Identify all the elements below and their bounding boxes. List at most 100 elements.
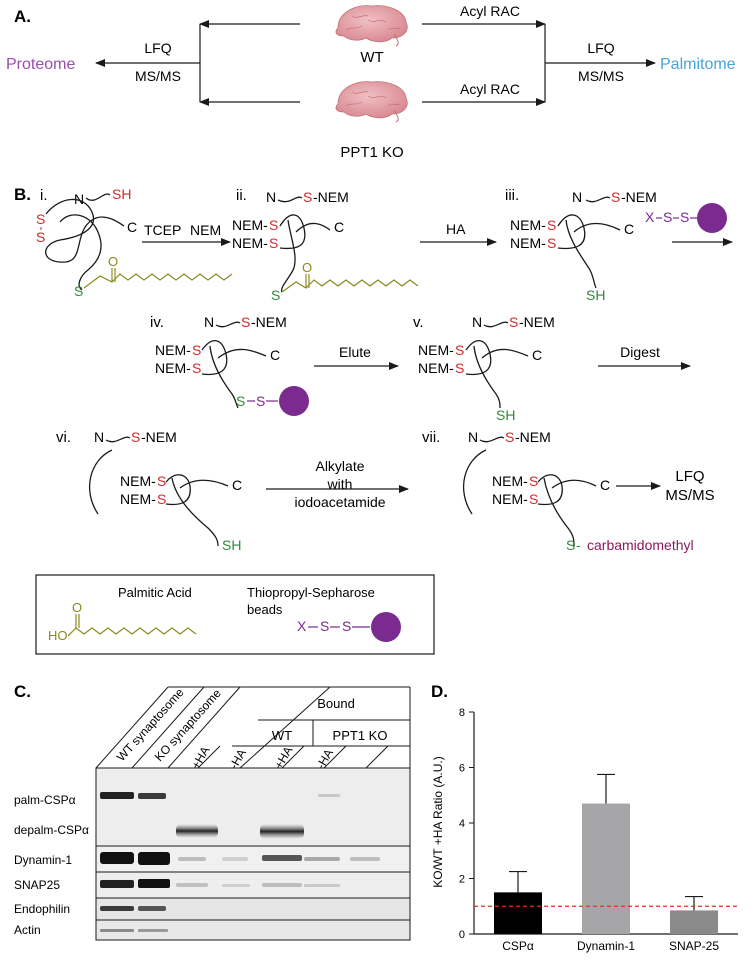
sulfur-label: S [271,287,280,303]
sulfur-label: S [303,189,312,205]
nem-label: -NEM [621,189,657,205]
thiol-label: SH [222,537,241,553]
nem-label: NEM- [492,473,528,489]
nem-label: NEM- [232,235,268,251]
digest-label: Digest [620,344,660,360]
y-tick-label: 4 [459,818,465,830]
bead-icon [279,386,309,416]
thiol-label: SH [112,186,131,202]
alkylate-label: Alkylate [315,458,364,474]
c-terminus: C [127,219,137,235]
sulfur-label: S [192,342,201,358]
sulfur-label: S [74,283,83,299]
acyl-rac-top: Acyl RAC [460,3,520,19]
bar [494,892,542,934]
proteome-label: Proteome [6,56,75,73]
y-tick-label: 8 [459,707,465,719]
ho-label: HO [48,628,68,643]
msms-left: MS/MS [135,68,181,84]
nem-label: -NEM [251,314,287,330]
tcep-label: TCEP [144,222,181,238]
y-axis-label: KO/WT +HA Ratio (A.U.) [431,756,445,887]
nem-label: NEM- [418,342,454,358]
sulfur-label: S [131,429,140,445]
step-i: i. N SH S S C S O [36,186,233,299]
sulfur-label: S [680,209,689,225]
step-label: vi. [56,429,71,446]
step-ii: ii. N S -NEM NEM- S NEM- S C S O [232,187,419,303]
sulfur-label: S [663,209,672,225]
nem-label: -NEM [313,189,349,205]
lfq-left: LFQ [144,40,171,56]
panel-c-label: C. [14,682,31,701]
legend-beads: Thiopropyl-Sepharose [247,585,375,600]
panel-d-label: D. [431,682,448,701]
n-terminus: N [74,191,84,207]
alkylate-label: with [327,476,353,492]
step-iii: iii. N S -NEM NEM- S NEM- S C SH [505,187,657,303]
brain-icon-ko [335,81,408,123]
ha-label: HA [446,221,466,237]
wt-column-label: WT [272,728,292,743]
panel-b: B. i. N SH S S C S O TCEP NEM ii. N S -N… [14,185,733,655]
sulfur-label: S [157,473,166,489]
y-tick-label: 2 [459,874,465,886]
n-terminus: N [94,429,104,445]
sulfur-label: S [269,235,278,251]
step-label: ii. [236,187,247,204]
nem-label: NEM- [418,360,454,376]
bar [582,803,630,934]
nem-label: -NEM [519,314,555,330]
sulfur-label: S [320,618,329,634]
bead-reagent: X S S [645,203,733,246]
n-terminus: N [468,429,478,445]
nem-label: NEM- [232,217,268,233]
palmitome-label: Palmitome [660,56,736,73]
legend-beads: beads [247,602,283,617]
blot-strips [95,767,411,941]
step-label: vii. [422,429,440,446]
bound-label: Bound [317,696,355,711]
elute-label: Elute [339,344,371,360]
thiol-label: SH [496,407,515,423]
acyl-rac-bottom: Acyl RAC [460,81,520,97]
bead-icon [697,203,727,233]
n-terminus: N [572,189,582,205]
sulfur-label: S [455,342,464,358]
step-vi: vi. N S -NEM NEM- S NEM- S C SH [56,429,242,553]
x-label: X [297,618,307,634]
msms-final: MS/MS [665,487,714,504]
oxygen-label: O [72,600,82,615]
sulfur-label: S [236,393,245,409]
lfq-final: LFQ [675,468,704,485]
row-label: palm-CSPα [14,793,76,807]
row-label: depalm-CSPα [14,823,89,837]
sulfur-label: S [36,229,45,245]
y-tick-label: 0 [459,929,465,941]
sulfur-label: S [36,211,45,227]
sulfur-label: S [192,360,201,376]
row-label: Actin [14,923,41,937]
sulfur-label: S [157,491,166,507]
lfq-right: LFQ [587,40,614,56]
brain-icon-wt [335,5,408,47]
sulfur-label: S [566,537,575,553]
right-bracket [422,20,656,106]
nem-label: NEM- [155,360,191,376]
step-vii: vii. N S -NEM NEM- S NEM- S C S - carbam… [422,429,694,553]
nem-label: -NEM [141,429,177,445]
c-terminus: C [624,221,634,237]
x-tick-label: Dynamin-1 [577,939,635,953]
step-label: iv. [150,314,164,331]
sulfur-label: S [505,429,514,445]
x-tick-label: SNAP-25 [669,939,719,953]
sulfur-label: S [529,473,538,489]
msms-right: MS/MS [578,68,624,84]
sulfur-label: S [509,314,518,330]
sulfur-label: S [547,217,556,233]
row-label: SNAP25 [14,878,60,892]
step-label: v. [413,314,424,331]
